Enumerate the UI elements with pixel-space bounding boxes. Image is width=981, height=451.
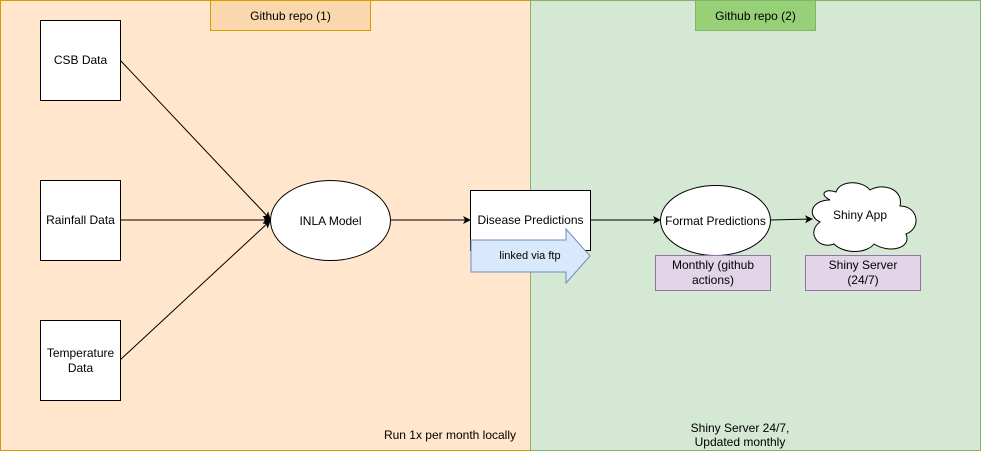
format-predictions-label: Format Predictions bbox=[665, 213, 766, 228]
rainfall-data-node: Rainfall Data bbox=[40, 180, 121, 261]
temperature-data-label-line2: Data bbox=[67, 360, 94, 375]
repo-1-label: Github repo (1) bbox=[210, 0, 371, 31]
inla-model-label: INLA Model bbox=[299, 213, 362, 228]
local-region-note: Run 1x per month locally bbox=[370, 428, 530, 444]
format-predictions-node: Format Predictions bbox=[660, 185, 771, 256]
disease-predictions-label: Disease Predictions bbox=[477, 213, 584, 227]
monthly-annotation: Monthly (github actions) bbox=[655, 255, 771, 291]
monthly-annotation-line1: Monthly (github bbox=[671, 258, 755, 272]
linked-via-ftp-label: linked via ftp bbox=[499, 250, 561, 262]
temperature-data-label-line1: Temperature bbox=[46, 345, 115, 360]
inla-model-node: INLA Model bbox=[270, 180, 391, 261]
repo-2-label: Github repo (2) bbox=[695, 0, 816, 31]
server-region-note-line1: Shiny Server 24/7, bbox=[690, 421, 790, 435]
shiny-app-label: Shiny App bbox=[832, 208, 888, 222]
edge-temperature-to-inla bbox=[119, 220, 271, 361]
csb-data-node: CSB Data bbox=[40, 20, 121, 101]
shiny-server-annotation-line2: (24/7) bbox=[847, 273, 879, 287]
edge-format-to-shiny bbox=[769, 215, 813, 224]
csb-data-label: CSB Data bbox=[53, 53, 108, 67]
server-region-note-line2: Updated monthly bbox=[694, 435, 786, 449]
shiny-server-annotation-line1: Shiny Server bbox=[828, 258, 898, 272]
local-region-note-text: Run 1x per month locally bbox=[383, 428, 517, 442]
ftp-arrow-label: linked via ftp bbox=[480, 248, 580, 264]
server-region-note: Shiny Server 24/7, Updated monthly bbox=[660, 421, 820, 451]
temperature-data-node: Temperature Data bbox=[40, 320, 121, 401]
edge-csb-to-inla bbox=[119, 59, 271, 220]
monthly-annotation-line2: actions) bbox=[691, 273, 735, 287]
rainfall-data-label: Rainfall Data bbox=[46, 213, 115, 227]
shiny-app-node: Shiny App bbox=[820, 205, 900, 225]
shiny-server-annotation: Shiny Server (24/7) bbox=[805, 255, 921, 291]
